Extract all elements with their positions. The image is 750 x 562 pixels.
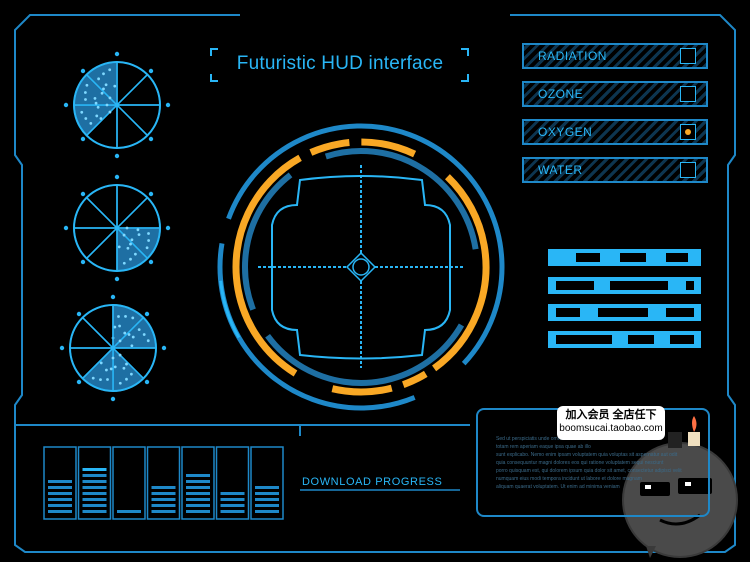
pie-gauge-icon: [63, 51, 171, 159]
download-progress-label: DOWNLOAD PROGRESS: [302, 476, 443, 488]
status-checkbox[interactable]: [680, 48, 696, 64]
equalizer-column: [215, 446, 250, 520]
page-title: Futuristic HUD interface: [236, 53, 444, 74]
text-line: aliquam quaerat voluptatem. Ut enim ad m…: [496, 484, 620, 490]
equalizer-column: [112, 446, 146, 520]
equalizer-column: [77, 446, 112, 520]
status-label: WATER: [538, 163, 583, 177]
status-checkbox[interactable]: [680, 124, 696, 140]
pie-gauge-icon: [63, 174, 171, 282]
status-row-ozone[interactable]: OZONE: [522, 81, 708, 107]
title-bracket: [210, 74, 218, 82]
bar-indicator: [548, 304, 701, 321]
active-dot-icon: [685, 129, 691, 135]
equalizer-column: [181, 446, 215, 520]
status-checkbox[interactable]: [680, 86, 696, 102]
text-line: Sed ut perspiciatis unde omnis iste natu…: [496, 436, 606, 442]
watermark-line1: 加入会员 全店任下: [565, 409, 657, 421]
watermark-line2: boomsucai.taobao.com: [559, 423, 663, 434]
status-row-oxygen[interactable]: OXYGEN: [522, 119, 708, 145]
title-bracket: [461, 74, 469, 82]
title-bracket: [461, 48, 469, 56]
equalizer-column: [146, 446, 181, 520]
status-label: OXYGEN: [538, 125, 593, 139]
crosshair-reticle-icon: [217, 123, 505, 411]
status-checkbox[interactable]: [680, 162, 696, 178]
equalizer-bars: [43, 446, 284, 520]
text-line: sunt explicabo. Nemo enim ipsam voluptat…: [496, 452, 678, 458]
status-label: OZONE: [538, 87, 584, 101]
text-line: totam rem aperiam eaque ipsa quae ab ill…: [496, 444, 591, 450]
text-line: quia consequuntur magni dolores eos qui …: [496, 460, 664, 466]
status-label: RADIATION: [538, 49, 607, 63]
text-line: numquam eius modi tempora incidunt ut la…: [496, 476, 642, 482]
bar-indicator: [548, 331, 701, 348]
equalizer-column: [250, 446, 284, 520]
watermark-badge: 加入会员 全店任下 boomsucai.taobao.com: [557, 406, 665, 440]
status-row-radiation[interactable]: RADIATION: [522, 43, 708, 69]
status-row-water[interactable]: WATER: [522, 157, 708, 183]
title-bracket: [210, 48, 218, 56]
bar-indicator: [548, 277, 701, 294]
equalizer-column: [43, 446, 77, 520]
text-line: porro quisquam est, qui dolorem ipsum qu…: [496, 468, 682, 474]
pie-gauge-icon: [59, 294, 167, 402]
bar-indicator: [548, 249, 701, 266]
